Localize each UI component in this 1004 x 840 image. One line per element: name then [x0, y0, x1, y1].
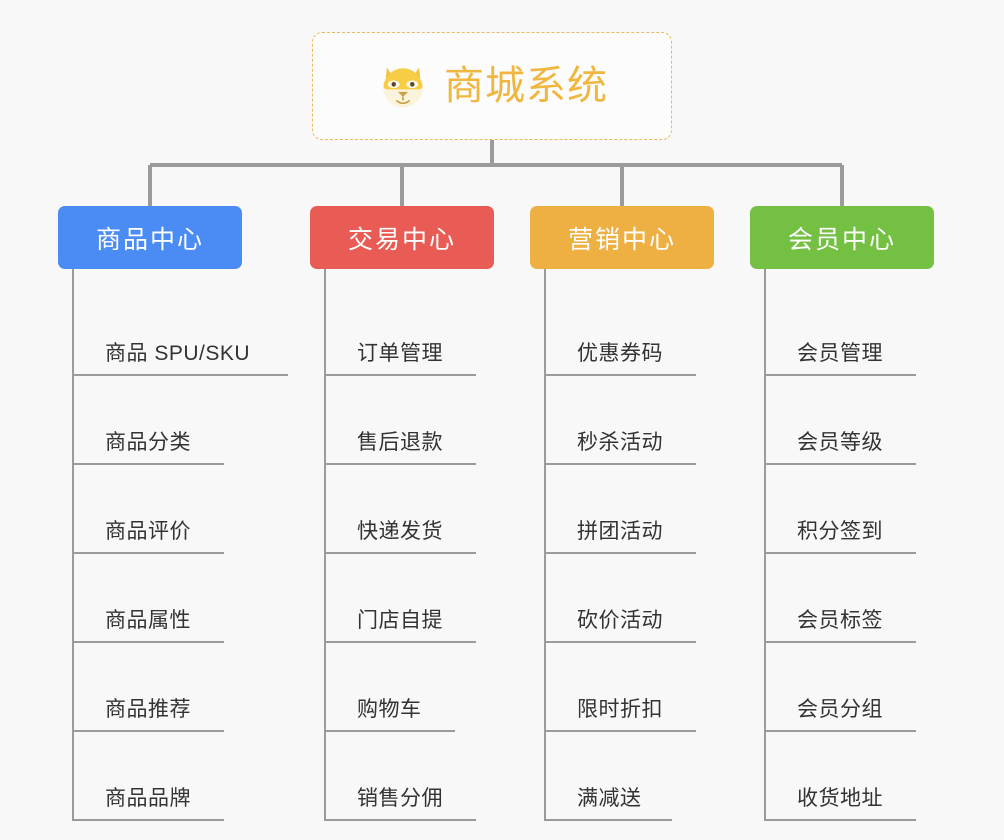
- leaf-item[interactable]: 售后退款: [324, 376, 554, 465]
- leaf-item[interactable]: 快递发货: [324, 465, 554, 554]
- leaf-item[interactable]: 积分签到: [764, 465, 994, 554]
- leaf-item-label: 会员标签: [797, 609, 883, 632]
- leaf-item-underline: [764, 819, 916, 821]
- leaf-item-label: 收货地址: [797, 787, 883, 810]
- leaf-item-label: 销售分佣: [357, 787, 443, 810]
- leaf-item-label: 商品分类: [105, 431, 191, 454]
- leaf-trunk-line-2: [324, 269, 326, 821]
- leaf-item-underline: [72, 374, 288, 376]
- leaf-item-label: 会员管理: [797, 342, 883, 365]
- branch-header-4[interactable]: 会员中心: [750, 206, 934, 269]
- leaf-item[interactable]: 订单管理: [324, 287, 554, 376]
- leaf-item-underline: [544, 463, 696, 465]
- branch-column-2: 交易中心订单管理售后退款快递发货门店自提购物车销售分佣: [310, 206, 494, 821]
- leaf-item-label: 拼团活动: [577, 520, 663, 543]
- leaf-list-4: 会员管理会员等级积分签到会员标签会员分组收货地址: [764, 269, 994, 821]
- leaf-item-underline: [324, 819, 476, 821]
- leaf-item[interactable]: 商品 SPU/SKU: [72, 287, 302, 376]
- leaf-item[interactable]: 商品品牌: [72, 732, 302, 821]
- leaf-item-label: 快递发货: [357, 520, 443, 543]
- leaf-item-underline: [764, 730, 916, 732]
- leaf-item-underline: [72, 819, 224, 821]
- leaf-item-label: 门店自提: [357, 609, 443, 632]
- leaf-item-label: 满减送: [577, 787, 642, 810]
- leaf-item-label: 购物车: [357, 698, 422, 721]
- leaf-item-underline: [324, 641, 476, 643]
- leaf-item-underline: [544, 552, 696, 554]
- leaf-item-label: 商品 SPU/SKU: [105, 342, 251, 365]
- leaf-item-underline: [324, 552, 476, 554]
- leaf-item-label: 秒杀活动: [577, 431, 663, 454]
- leaf-item[interactable]: 商品评价: [72, 465, 302, 554]
- shiba-dog-face-icon: [383, 67, 423, 108]
- leaf-item-underline: [324, 730, 455, 732]
- leaf-item[interactable]: 商品推荐: [72, 643, 302, 732]
- leaf-list-2: 订单管理售后退款快递发货门店自提购物车销售分佣: [324, 269, 554, 821]
- leaf-item-label: 砍价活动: [577, 609, 663, 632]
- branch-header-3[interactable]: 营销中心: [530, 206, 714, 269]
- leaf-item-underline: [764, 552, 916, 554]
- leaf-item-label: 商品推荐: [105, 698, 191, 721]
- leaf-item[interactable]: 商品分类: [72, 376, 302, 465]
- leaf-item-label: 售后退款: [357, 431, 443, 454]
- leaf-item-label: 会员等级: [797, 431, 883, 454]
- leaf-item-label: 订单管理: [357, 342, 443, 365]
- leaf-item-underline: [544, 641, 696, 643]
- leaf-item-label: 商品属性: [105, 609, 191, 632]
- branch-column-4: 会员中心会员管理会员等级积分签到会员标签会员分组收货地址: [750, 206, 934, 821]
- leaf-item-underline: [72, 730, 224, 732]
- leaf-item[interactable]: 限时折扣: [544, 643, 774, 732]
- leaf-trunk-line-1: [72, 269, 74, 821]
- leaf-list-1: 商品 SPU/SKU 商品分类商品评价商品属性商品推荐商品品牌: [72, 269, 302, 821]
- leaf-item-label: 商品品牌: [105, 787, 191, 810]
- leaf-trunk-line-3: [544, 269, 546, 821]
- leaf-item[interactable]: 销售分佣: [324, 732, 554, 821]
- leaf-item[interactable]: 商品属性: [72, 554, 302, 643]
- leaf-item-underline: [764, 463, 916, 465]
- leaf-item[interactable]: 会员标签: [764, 554, 994, 643]
- leaf-item[interactable]: 会员管理: [764, 287, 994, 376]
- leaf-item-label: 优惠券码: [577, 342, 663, 365]
- leaf-item-label: 积分签到: [797, 520, 883, 543]
- leaf-item-underline: [324, 463, 476, 465]
- root-title: 商城系统: [444, 64, 608, 108]
- root-node[interactable]: 商城系统: [312, 32, 672, 140]
- leaf-item-label: 限时折扣: [577, 698, 663, 721]
- leaf-item[interactable]: 满减送: [544, 732, 774, 821]
- branch-header-1[interactable]: 商品中心: [58, 206, 242, 269]
- leaf-item[interactable]: 购物车: [324, 643, 554, 732]
- leaf-item-underline: [72, 552, 224, 554]
- leaf-item[interactable]: 会员等级: [764, 376, 994, 465]
- leaf-item-underline: [544, 730, 696, 732]
- branch-column-3: 营销中心优惠券码秒杀活动拼团活动砍价活动限时折扣满减送: [530, 206, 714, 821]
- leaf-item[interactable]: 拼团活动: [544, 465, 774, 554]
- leaf-item-underline: [544, 819, 672, 821]
- leaf-item-label: 商品评价: [105, 520, 191, 543]
- leaf-item[interactable]: 会员分组: [764, 643, 994, 732]
- branch-column-1: 商品中心商品 SPU/SKU 商品分类商品评价商品属性商品推荐商品品牌: [58, 206, 288, 821]
- leaf-item-underline: [72, 463, 224, 465]
- leaf-item[interactable]: 收货地址: [764, 732, 994, 821]
- leaf-item-underline: [544, 374, 696, 376]
- leaf-item[interactable]: 砍价活动: [544, 554, 774, 643]
- leaf-list-3: 优惠券码秒杀活动拼团活动砍价活动限时折扣满减送: [544, 269, 774, 821]
- leaf-item-label: 会员分组: [797, 698, 883, 721]
- leaf-item-underline: [764, 641, 916, 643]
- leaf-item[interactable]: 门店自提: [324, 554, 554, 643]
- leaf-item-underline: [72, 641, 224, 643]
- leaf-item-underline: [764, 374, 916, 376]
- leaf-trunk-line-4: [764, 269, 766, 821]
- leaf-item[interactable]: 优惠券码: [544, 287, 774, 376]
- leaf-item-underline: [324, 374, 476, 376]
- branch-header-2[interactable]: 交易中心: [310, 206, 494, 269]
- leaf-item[interactable]: 秒杀活动: [544, 376, 774, 465]
